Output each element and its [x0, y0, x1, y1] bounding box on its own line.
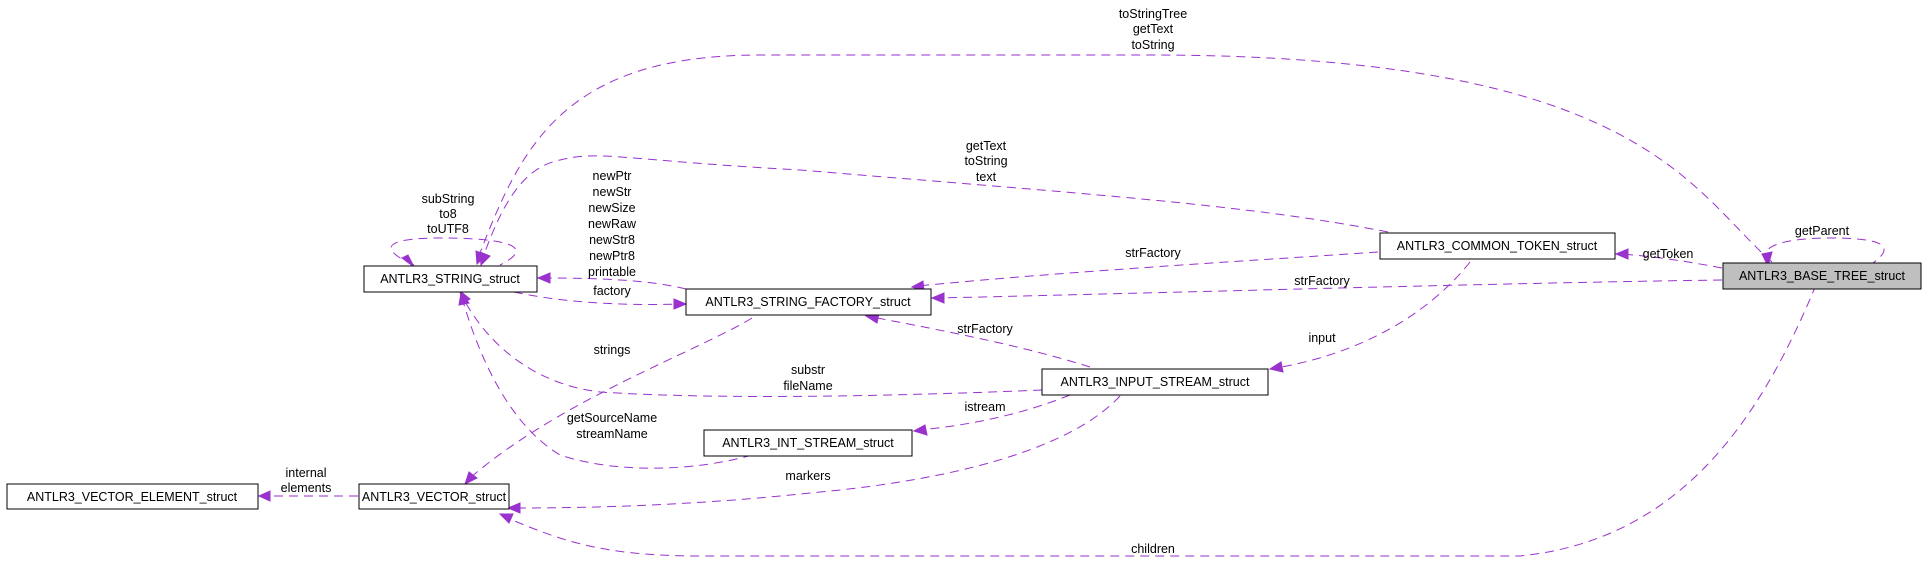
edge-label-input-to-vector: markers: [785, 469, 830, 483]
arrowhead-tree-to-vector: [498, 513, 514, 524]
edge-label-tree-to-factory: strFactory: [1294, 274, 1350, 288]
node-input-stream[interactable]: ANTLR3_INPUT_STREAM_struct: [1041, 368, 1269, 396]
edge-string-self-loop: subString to8 toUTF8: [390, 192, 517, 268]
edge-tree-self-loop: getParent: [1761, 224, 1885, 268]
edge-input-to-string: substr fileName: [459, 289, 1043, 397]
edge-tree-to-factory: strFactory: [930, 274, 1723, 304]
node-string[interactable]: ANTLR3_STRING_struct: [363, 265, 538, 293]
edge-input-to-vector: markers: [506, 395, 1121, 514]
edge-label-token-to-string-2: toString: [964, 154, 1007, 168]
edge-label-input-to-intstream: istream: [965, 400, 1006, 414]
edge-label-input-to-string-2: fileName: [783, 379, 832, 393]
arrowhead-factory-to-string: [536, 272, 551, 284]
edge-label-tree-to-vector: children: [1131, 542, 1175, 556]
edge-label-input-to-factory: strFactory: [957, 322, 1013, 336]
edge-label-intstream-to-string-1: getSourceName: [567, 411, 657, 425]
edge-input-to-intstream: istream: [912, 394, 1071, 436]
arrowhead-tree-to-factory: [930, 292, 945, 304]
arrowhead-input-to-vector: [506, 502, 521, 514]
edge-label-token-to-string-1: getText: [966, 139, 1007, 153]
edge-token-to-string: getText toString text: [479, 139, 1389, 267]
edge-label-factory-to-string-3: newSize: [588, 201, 635, 215]
arrowhead-intstream-to-string: [458, 291, 470, 306]
edge-label-factory-to-string-7: printable: [588, 265, 636, 279]
edge-label-tree-to-string-1: toStringTree: [1119, 7, 1187, 21]
edge-input-to-factory: strFactory: [864, 312, 1091, 368]
edge-label-intstream-to-string-2: streamName: [576, 427, 648, 441]
edge-label-token-to-factory: strFactory: [1125, 246, 1181, 260]
edge-label-string-self-2: to8: [439, 207, 456, 221]
edge-label-factory-to-string-2: newStr: [593, 185, 632, 199]
node-vector-label: ANTLR3_VECTOR_struct: [362, 490, 507, 504]
edge-tree-to-string: toStringTree getText toString: [475, 7, 1773, 266]
edge-label-factory-to-string-1: newPtr: [593, 169, 632, 183]
node-base-tree[interactable]: ANTLR3_BASE_TREE_struct: [1722, 262, 1922, 290]
node-vector-element[interactable]: ANTLR3_VECTOR_ELEMENT_struct: [6, 483, 259, 510]
arrowhead-token-to-string: [479, 251, 491, 267]
edge-label-factory-to-string-4: newRaw: [588, 217, 637, 231]
edge-label-factory-to-string-6: newPtr8: [589, 249, 635, 263]
edge-label-tree-to-string-3: toString: [1131, 38, 1174, 52]
edge-tree-to-vector: children: [498, 284, 1817, 557]
node-vector-element-label: ANTLR3_VECTOR_ELEMENT_struct: [27, 490, 238, 504]
arrowhead-vector-element: [257, 490, 271, 502]
edge-label-vector-element-1: internal: [286, 466, 327, 480]
node-vector[interactable]: ANTLR3_VECTOR_struct: [358, 483, 510, 510]
edge-factory-to-vector: strings: [464, 317, 753, 485]
edge-label-tree-to-token: getToken: [1643, 247, 1694, 261]
edge-label-string-self-3: toUTF8: [427, 222, 469, 236]
edge-token-to-input: input: [1268, 261, 1471, 373]
arrowhead-input-to-intstream: [912, 424, 928, 436]
edge-tree-to-token: getToken: [1614, 247, 1723, 269]
arrowhead-tree-self: [1761, 251, 1773, 268]
node-string-label: ANTLR3_STRING_struct: [380, 272, 520, 286]
arrowhead-tree-to-token: [1614, 248, 1629, 260]
node-common-token-label: ANTLR3_COMMON_TOKEN_struct: [1397, 239, 1598, 253]
node-int-stream[interactable]: ANTLR3_INT_STREAM_struct: [703, 429, 913, 457]
node-base-tree-label: ANTLR3_BASE_TREE_struct: [1739, 269, 1906, 283]
edge-label-tree-to-string-2: getText: [1133, 22, 1174, 36]
edge-label-factory-to-string-5: newStr8: [589, 233, 635, 247]
node-common-token[interactable]: ANTLR3_COMMON_TOKEN_struct: [1379, 232, 1616, 260]
edge-intstream-to-string: getSourceName streamName: [458, 291, 753, 469]
edge-label-input-to-string-1: substr: [791, 363, 825, 377]
edge-label-tree-self: getParent: [1795, 224, 1850, 238]
edge-label-token-to-string-3: text: [976, 170, 997, 184]
arrowhead-token-to-input: [1268, 361, 1284, 373]
edge-label-string-self-1: subString: [422, 192, 475, 206]
arrowhead-string-to-factory: [673, 298, 688, 310]
edge-token-to-factory: strFactory: [910, 246, 1379, 292]
edge-vector-to-vector-element: internal elements: [257, 466, 358, 502]
node-int-stream-label: ANTLR3_INT_STREAM_struct: [722, 436, 894, 450]
arrowhead-factory-to-vector: [464, 471, 478, 485]
node-string-factory[interactable]: ANTLR3_STRING_FACTORY_struct: [685, 288, 932, 316]
edge-label-vector-element-2: elements: [281, 481, 332, 495]
node-input-stream-label: ANTLR3_INPUT_STREAM_struct: [1061, 375, 1250, 389]
edge-label-factory-to-vector: strings: [594, 343, 631, 357]
arrowhead-string-self: [401, 254, 415, 268]
edge-label-token-to-input: input: [1308, 331, 1336, 345]
edge-string-to-factory: factory: [513, 284, 688, 310]
edge-label-string-to-factory: factory: [593, 284, 631, 298]
node-string-factory-label: ANTLR3_STRING_FACTORY_struct: [705, 295, 911, 309]
edge-factory-to-string: newPtr newStr newSize newRaw newStr8 new…: [536, 169, 687, 290]
